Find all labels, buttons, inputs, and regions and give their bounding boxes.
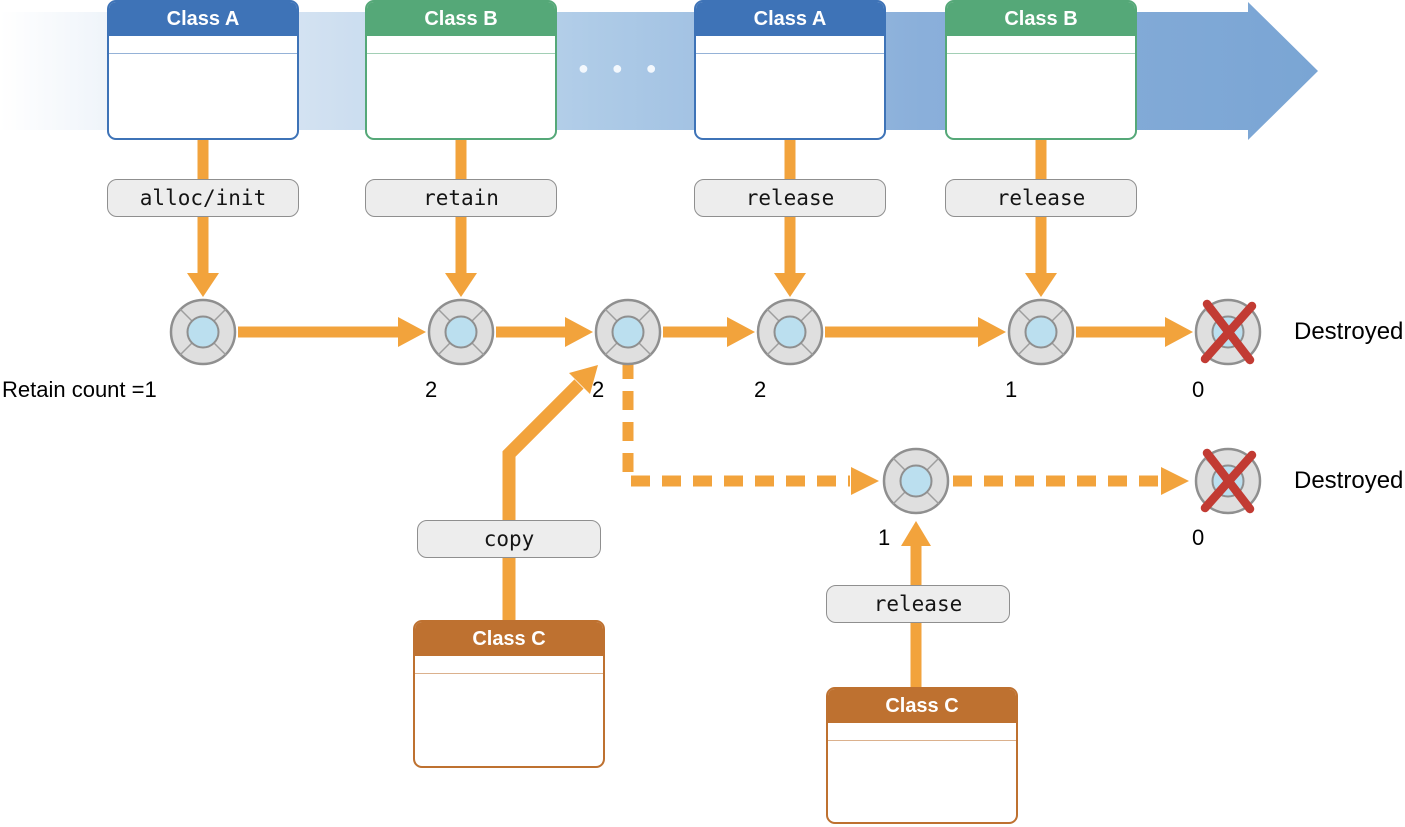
class-box-strip [947,36,1135,53]
flow-arrow-retain [445,138,477,297]
retain-count-destroyed-2: 0 [1192,525,1205,550]
retain-count-obj2: 2 [425,377,438,402]
class-box-title: Class B [367,2,555,36]
class-box-title: Class C [415,622,603,656]
class-box-a2: Class A [694,0,886,140]
dashed-arrow-copy-branch [622,360,1189,495]
object-icon-4 [756,298,824,366]
retain-count-obj5: 1 [1005,377,1018,402]
class-box-b1: Class B [365,0,557,140]
class-box-a1: Class A [107,0,299,140]
class-box-strip [828,723,1016,740]
object-icon-branch [882,447,950,515]
class-box-divider [415,673,603,674]
class-box-title: Class C [828,689,1016,723]
red-x-icon [1200,448,1257,514]
retain-count-obj4: 2 [754,377,767,402]
class-box-divider [696,53,884,54]
class-box-strip [696,36,884,53]
class-box-divider [367,53,555,54]
object-icon-5 [1007,298,1075,366]
class-box-strip [415,656,603,673]
op-pill-alloc-init: alloc/init [107,179,299,217]
op-pill-release-1: release [694,179,886,217]
class-box-divider [947,53,1135,54]
class-box-divider [109,53,297,54]
destroyed-object-icon-2 [1194,447,1262,515]
retain-count-destroyed-1: 0 [1192,377,1205,402]
flow-arrow-obj5-destroyed [1076,317,1193,347]
retain-count-label: Retain count =1 [2,377,157,402]
red-x-icon [1200,299,1257,365]
class-box-c-copy: Class C [413,620,605,768]
object-icon-3 [594,298,662,366]
object-icon-1 [169,298,237,366]
flow-arrow-alloc-init [187,138,219,297]
flow-arrow-obj3-obj4 [663,317,755,347]
class-box-title: Class A [109,2,297,36]
class-box-title: Class B [947,2,1135,36]
class-box-strip [367,36,555,53]
class-box-divider [828,740,1016,741]
timeline-ellipsis: ● ● ● [578,58,666,78]
class-box-strip [109,36,297,53]
retain-count-branch: 1 [878,525,891,550]
copy-arrow [502,365,598,622]
flow-arrow-release-2 [1025,138,1057,297]
retain-count-obj3: 2 [592,377,605,402]
flow-arrow-obj4-obj5 [825,317,1006,347]
flow-arrow-obj1-obj2 [238,317,426,347]
op-pill-retain: retain [365,179,557,217]
destroyed-label-main: Destroyed [1294,318,1404,345]
destroyed-label-branch: Destroyed [1294,467,1404,494]
op-pill-release-3: release [826,585,1010,623]
op-pill-copy: copy [417,520,601,558]
object-icon-2 [427,298,495,366]
flow-arrow-release-3 [901,521,931,689]
flow-arrow-obj2-obj3 [496,317,593,347]
op-pill-release-2: release [945,179,1137,217]
destroyed-object-icon-1 [1194,298,1262,366]
class-box-b2: Class B [945,0,1137,140]
class-box-c-release: Class C [826,687,1018,824]
flow-arrow-release-1 [774,138,806,297]
class-box-title: Class A [696,2,884,36]
